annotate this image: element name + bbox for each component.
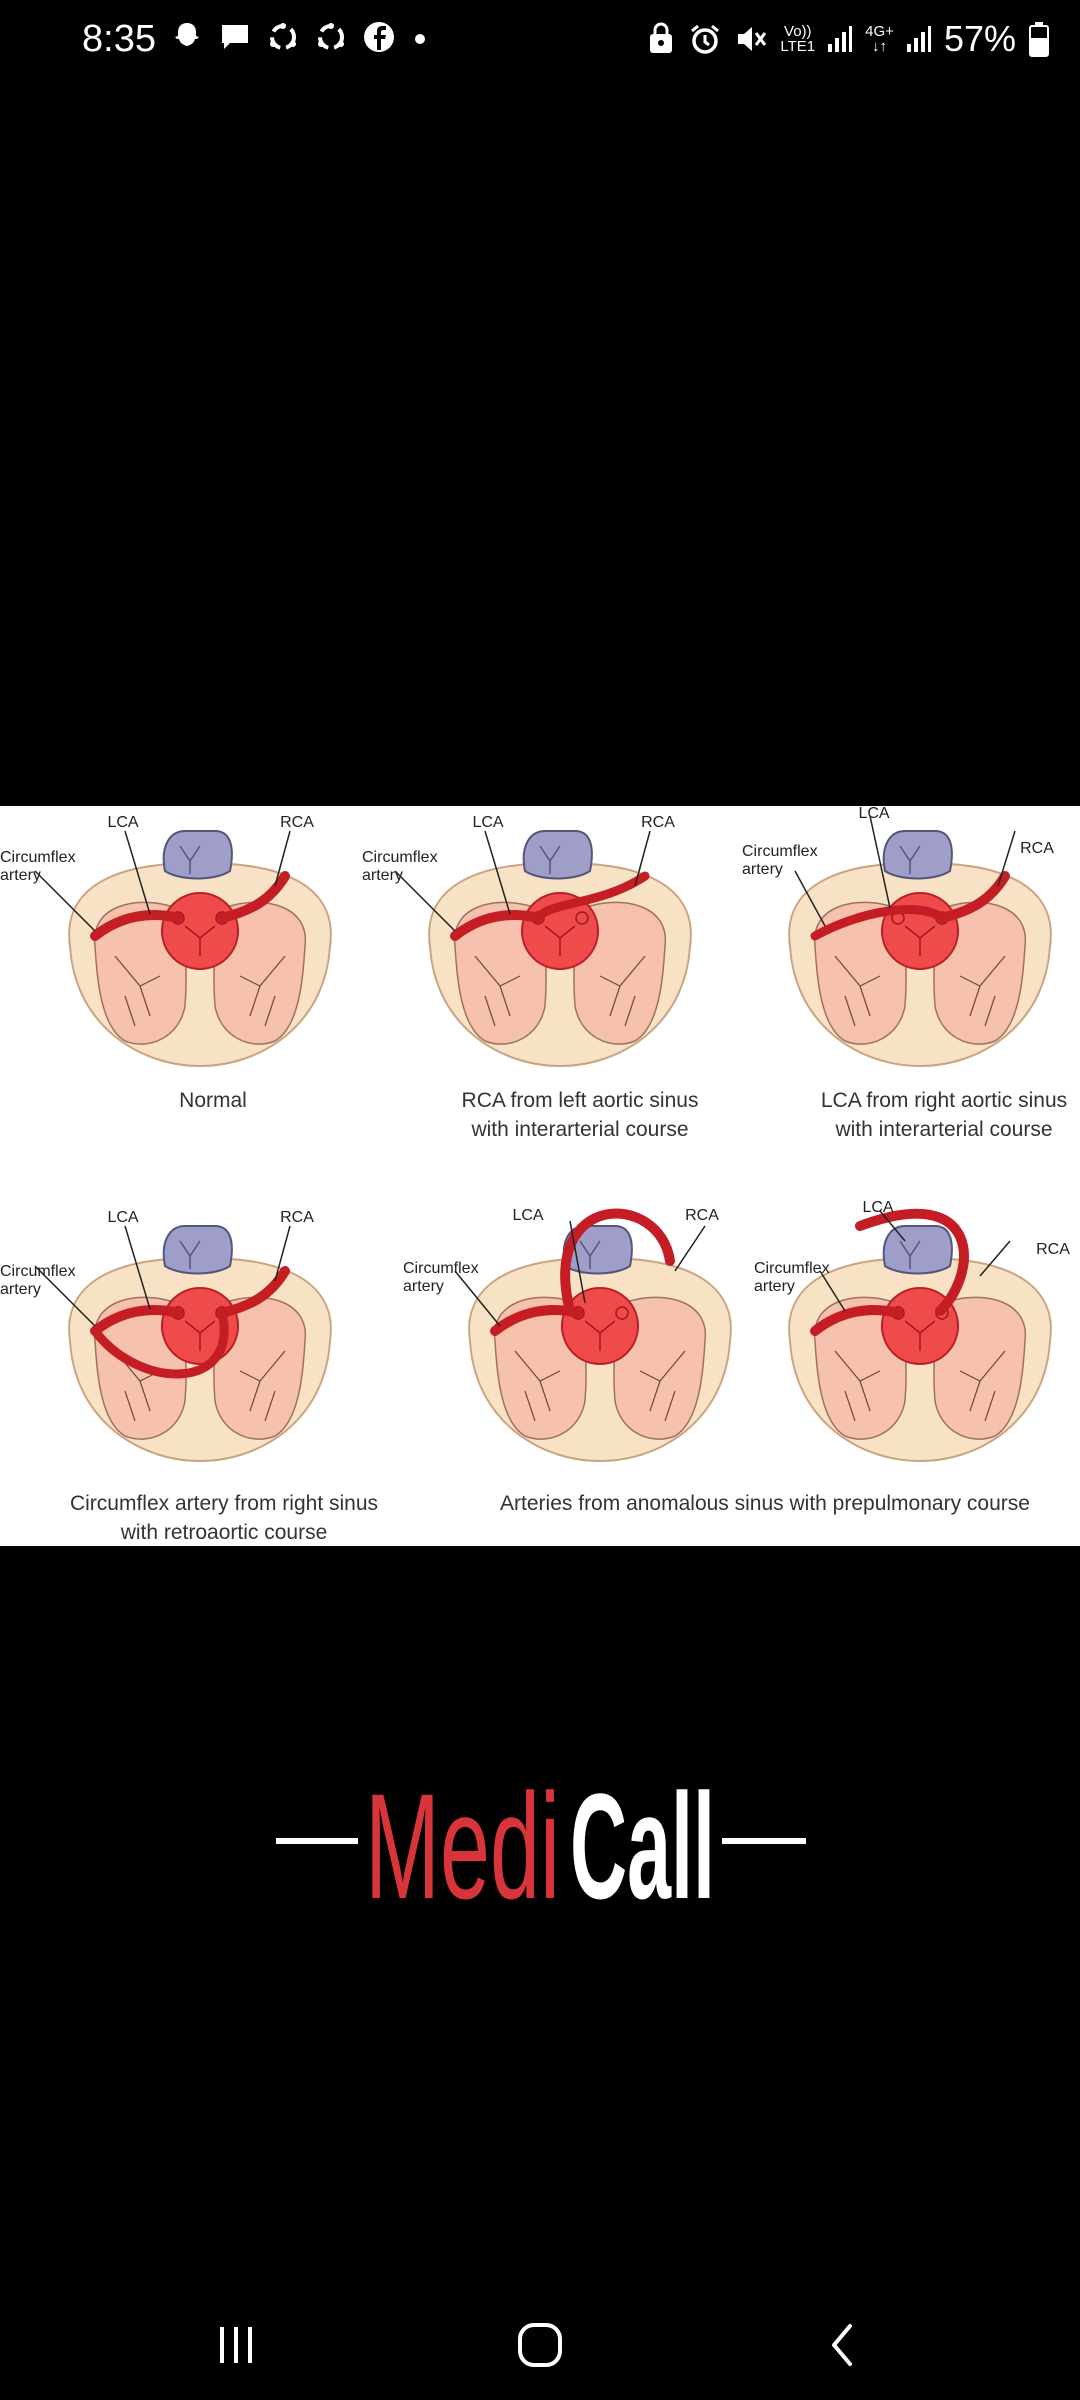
bottom-caption-right: Arteries from anomalous sinus with prepu… [500,1492,1030,1515]
p2-rca-label: RCA [641,814,675,831]
panel-circumflex-retroaortic [34,1225,332,1462]
p3-rca-label: RCA [1020,840,1054,857]
facebook-icon [364,22,394,52]
recent-apps-button[interactable] [196,2310,276,2380]
p5-circumflex-label: Circumflex [403,1260,479,1277]
p6-rca-label: RCA [1036,1241,1070,1258]
watermark-dash-right [722,1838,806,1844]
p2-caption-1: RCA from left aortic sinus [462,1089,699,1112]
p4-circumflex-label: Circumflex [0,1263,76,1280]
p1-circumflex-label: Circumflex [0,849,76,866]
p2-artery-label: artery [362,867,403,884]
home-button[interactable] [500,2310,580,2380]
home-icon [518,2323,562,2367]
sync-icon [318,23,344,50]
p4-lca-label: LCA [107,1209,138,1226]
p5-rca-label: RCA [685,1207,719,1224]
snapchat-icon [175,23,199,46]
notification-icons [170,20,430,54]
p2-caption-2: with interarterial course [470,1118,688,1141]
mute-icon [738,27,767,51]
watermark-medi: Medi [365,1762,560,1910]
p1-lca-label: LCA [107,814,138,831]
watermark-call: Call [570,1762,715,1910]
p4-rca-label: RCA [280,1209,314,1226]
p6-artery-label: artery [754,1278,795,1295]
signal-icon [828,26,853,52]
p5-artery-label: artery [403,1278,444,1295]
p3-circumflex-label: Circumflex [742,843,818,860]
signal-icon [906,26,931,52]
p5-lca-label: LCA [512,1207,543,1224]
bottom-caption-left-2: with retroaortic course [120,1521,328,1544]
panel-lca-right-sinus [788,815,1052,1067]
lte-label: LTE1 [780,38,816,55]
status-right: Vo)) LTE1 4G+ ↓↑ 57% [646,18,1050,60]
panel-rca-left-sinus [394,830,692,1067]
p1-artery-label: artery [0,867,41,884]
p3-lca-label: LCA [858,806,889,822]
p1-caption: Normal [179,1089,247,1112]
back-icon [832,2324,852,2366]
volte-label: Vo)) [784,23,812,40]
volte-indicator: Vo)) LTE1 [780,24,815,54]
message-icon [222,25,248,49]
sync-icon [270,23,296,50]
p2-circumflex-label: Circumflex [362,849,438,866]
recent-apps-icon [220,2327,252,2363]
coronary-artery-figure[interactable]: LCA RCA Circumflex artery Normal LCA RCA… [0,806,1080,1546]
status-time: 8:35 [82,18,156,60]
battery-percent: 57% [943,18,1016,59]
bottom-caption-left-1: Circumflex artery from right sinus [70,1492,378,1515]
lock-icon [650,22,673,53]
status-bar: 8:35 Vo)) LTE1 4G+ ↓↑ 57% [0,0,1080,80]
back-button[interactable] [802,2310,882,2380]
p1-rca-label: RCA [280,814,314,831]
panel-prepulmonary-1 [454,1208,732,1462]
battery-icon [1029,22,1049,57]
network-4g-label: 4G+ [865,23,894,40]
network-4g-indicator: 4G+ ↓↑ [865,24,894,54]
alarm-icon [691,24,720,54]
p3-artery-label: artery [742,861,783,878]
panel-prepulmonary-2 [788,1208,1052,1462]
data-arrows-icon: ↓↑ [872,38,888,55]
panel-normal [34,830,332,1067]
medicall-watermark: Medi Call [0,1760,1080,1930]
p4-artery-label: artery [0,1281,41,1298]
p6-lca-label: LCA [862,1199,893,1216]
p3-caption-2: with interarterial course [834,1118,1052,1141]
p3-caption-1: LCA from right aortic sinus [821,1089,1067,1112]
watermark-dash-left [276,1838,358,1844]
navigation-bar [0,2280,1080,2400]
p6-circumflex-label: Circumflex [754,1260,830,1277]
p2-lca-label: LCA [472,814,503,831]
dot-icon [415,34,425,44]
